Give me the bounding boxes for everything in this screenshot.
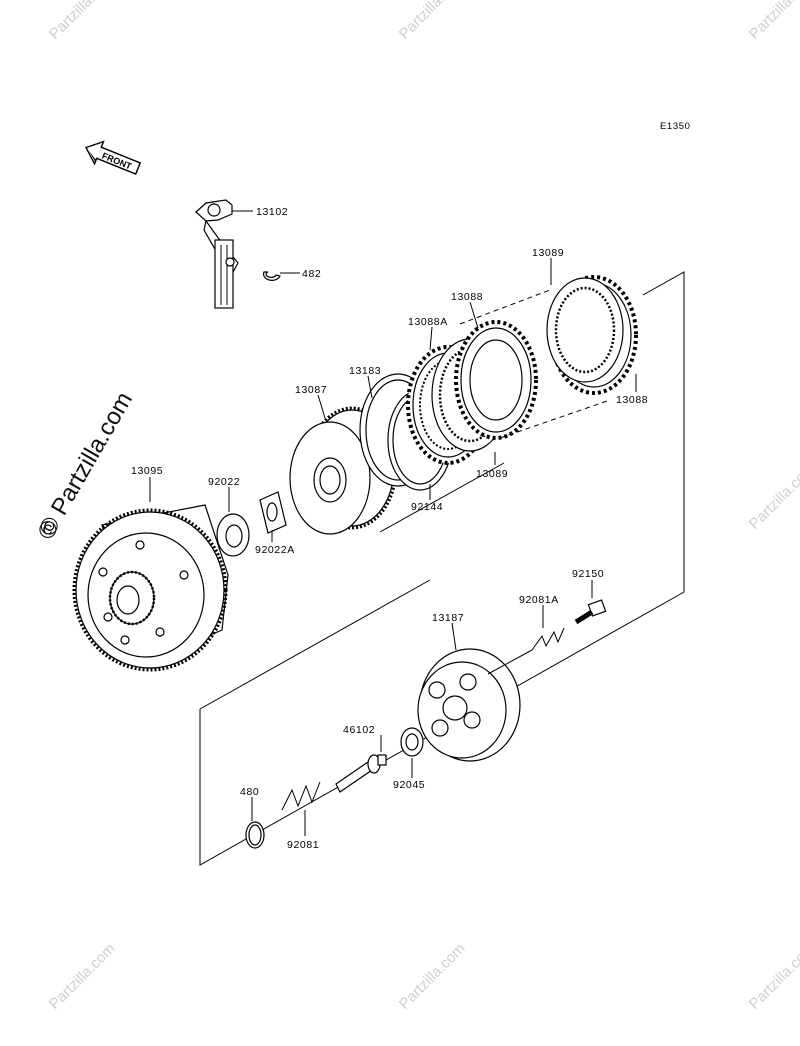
pressure-plate-13187 [417,648,521,762]
part-label-480[interactable]: 480 [240,786,259,798]
svg-text:Partzilla.com: Partzilla.com [396,940,469,1013]
part-label-92045[interactable]: 92045 [393,779,425,791]
diagram-code: E1350 [660,121,690,132]
part-label-13089-bottom[interactable]: 13089 [476,468,508,480]
watermark-top-middle: Partzilla.com [396,0,469,43]
leader-lines [149,210,637,836]
friction-plate-13088 [454,320,538,440]
part-label-92081A[interactable]: 92081A [519,594,559,606]
watermark-bottom-middle: Partzilla.com [396,940,469,1013]
spring-92081 [281,781,321,811]
part-label-92022A[interactable]: 92022A [255,544,295,556]
circlip-482 [262,271,281,281]
watermark-top-right: Partzilla.com [746,0,800,43]
part-label-46102[interactable]: 46102 [343,724,375,736]
svg-text:Partzilla.com: Partzilla.com [746,940,800,1013]
watermark-top-left: Partzilla.com [46,0,119,43]
part-label-13088-top[interactable]: 13088 [451,291,483,303]
svg-text:Partzilla.com: Partzilla.com [746,460,800,533]
part-label-13102[interactable]: 13102 [256,206,288,218]
part-label-92081[interactable]: 92081 [287,839,319,851]
part-label-13183[interactable]: 13183 [349,365,381,377]
part-label-13087[interactable]: 13087 [295,384,327,396]
part-label-13187[interactable]: 13187 [432,612,464,624]
release-lever [195,199,239,309]
part-label-13089-top[interactable]: 13089 [532,247,564,259]
watermark-bottom-right: Partzilla.com [746,940,800,1013]
spring-92081A [487,627,565,675]
copyright-symbol: © [39,517,57,544]
clutch-housing-gear [72,504,229,672]
watermark-mid-right: Partzilla.com [746,460,800,533]
part-label-482[interactable]: 482 [302,268,321,280]
push-rod-46102 [335,754,387,793]
washer-92022A [259,491,287,534]
plate-stack-right [546,275,638,395]
svg-text:Partzilla.com: Partzilla.com [46,0,119,43]
part-label-92150[interactable]: 92150 [572,568,604,580]
watermark-bottom-left: Partzilla.com [46,940,119,1013]
part-label-92022[interactable]: 92022 [208,476,240,488]
part-label-13095[interactable]: 13095 [131,465,163,477]
washer-92022 [216,513,250,557]
part-label-13088A[interactable]: 13088A [408,316,448,328]
part-label-92144[interactable]: 92144 [411,501,443,513]
assembly-outline [199,271,685,866]
svg-text:Partzilla.com: Partzilla.com [46,940,119,1013]
bolt-92150 [574,599,607,625]
circlip-480 [245,821,265,849]
front-arrow-icon: FRONT [85,140,142,175]
part-label-13088-right[interactable]: 13088 [616,394,648,406]
bearing-92045 [400,727,424,757]
svg-text:Partzilla.com: Partzilla.com [396,0,469,43]
svg-text:Partzilla.com: Partzilla.com [746,0,800,43]
